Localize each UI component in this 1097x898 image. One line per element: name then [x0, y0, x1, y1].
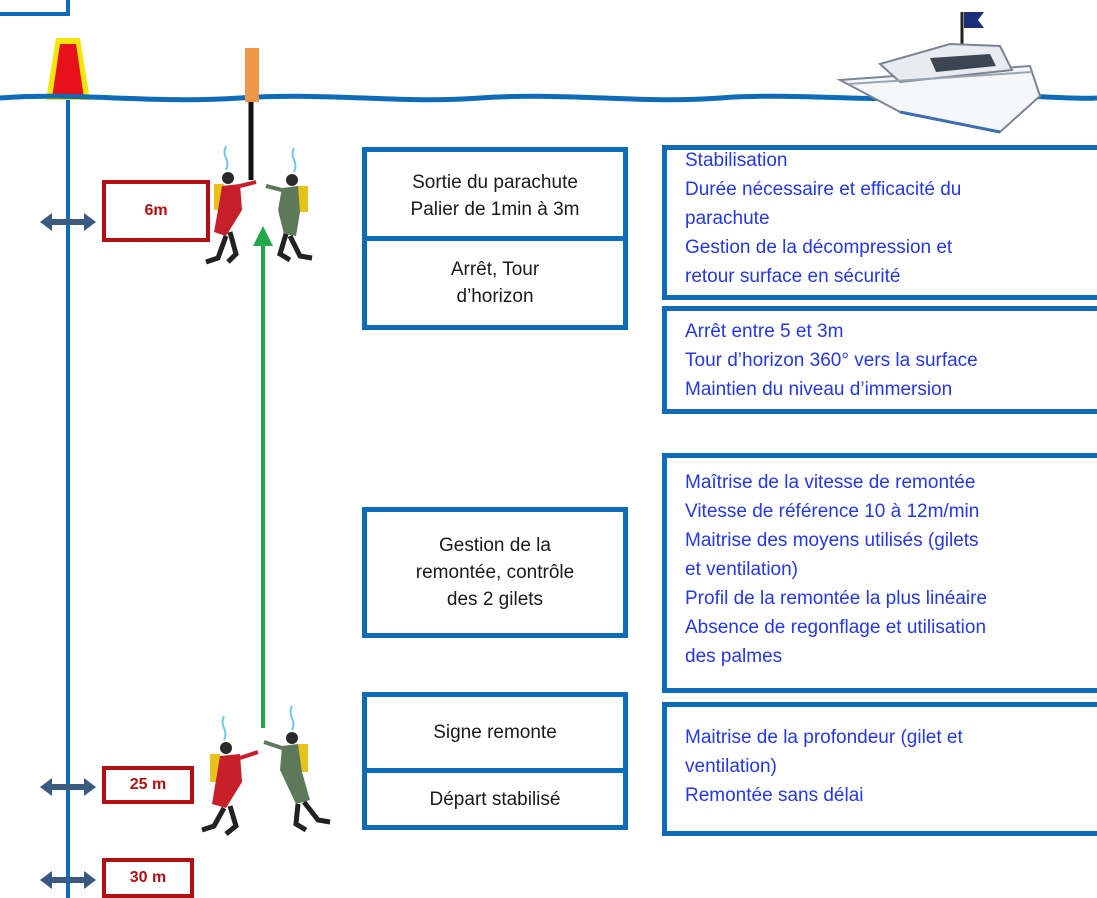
criteria-text: Gestion de la décompression et: [685, 237, 953, 258]
stage-box-depart: Départ stabilisé: [362, 768, 628, 830]
criteria-box-profondeur: Maitrise de la profondeur (gilet et vent…: [662, 702, 1097, 836]
criteria-text: parachute: [685, 208, 770, 229]
stage-text: Gestion de la: [439, 535, 551, 556]
depth-value: 6m: [144, 202, 168, 219]
stage-text: Arrêt, Tour: [450, 259, 540, 280]
depth-label-6m: 6m: [102, 180, 210, 242]
criteria-text: des palmes: [685, 646, 783, 667]
stage-box-gestion: Gestion de la remontée, contrôle des 2 g…: [362, 507, 628, 638]
depth-tick-25m: [40, 778, 96, 796]
criteria-text: Vitesse de référence 10 à 12m/min: [685, 501, 980, 522]
criteria-text: Stabilisation: [685, 150, 788, 171]
depth-label-25m: 25 m: [102, 766, 194, 804]
stage-box-parachute: Sortie du parachute Palier de 1min à 3m: [362, 147, 628, 244]
criteria-text: Remontée sans délai: [685, 785, 864, 806]
stage-text: d’horizon: [456, 286, 534, 307]
criteria-box-arret: Arrêt entre 5 et 3m Tour d’horizon 360° …: [662, 306, 1097, 414]
stage-text: Départ stabilisé: [429, 788, 561, 810]
stage-box-signe: Signe remonte: [362, 692, 628, 773]
diver-pair-6m-icon: [205, 145, 313, 265]
criteria-text: Profil de la remontée la plus linéaire: [685, 588, 988, 609]
parachute-float-icon: [245, 48, 259, 102]
diver-pair-25m-icon: [201, 705, 331, 836]
stage-text: Signe remonte: [433, 722, 557, 743]
criteria-text: retour surface en sécurité: [685, 266, 901, 287]
ascent-arrow: [253, 226, 273, 728]
frame-corner: [0, 0, 70, 16]
criteria-text: Maintien du niveau d’immersion: [685, 379, 953, 400]
stage-text: Sortie du parachute: [412, 171, 578, 193]
criteria-text: Tour d’horizon 360° vers la surface: [685, 350, 978, 371]
surface-buoy-icon: [46, 38, 90, 100]
depth-tick-6m: [40, 213, 96, 231]
criteria-text: Absence de regonflage et utilisation: [685, 617, 987, 638]
stage-text: des 2 gilets: [446, 589, 544, 610]
criteria-text: Maîtrise de la vitesse de remontée: [685, 472, 976, 493]
criteria-text: Maitrise des moyens utilisés (gilets: [685, 530, 979, 551]
stage-text: remontée, contrôle: [415, 562, 575, 583]
criteria-box-vitesse: Maîtrise de la vitesse de remontée Vites…: [662, 453, 1097, 693]
depth-value: 30 m: [129, 869, 167, 886]
criteria-text: Maitrise de la profondeur (gilet et: [685, 727, 963, 748]
stage-text: Palier de 1min à 3m: [410, 198, 580, 220]
criteria-text: Arrêt entre 5 et 3m: [685, 321, 844, 342]
stage-box-arret: Arrêt, Tour d’horizon: [362, 236, 628, 330]
criteria-text: ventilation): [685, 756, 777, 777]
depth-value: 25 m: [129, 776, 167, 793]
criteria-box-stabilisation: Stabilisation Durée nécessaire et effica…: [662, 145, 1097, 300]
boat-icon: [836, 12, 1042, 134]
depth-tick-30m: [40, 871, 96, 889]
criteria-text: Durée nécessaire et efficacité du: [685, 179, 962, 200]
depth-label-30m: 30 m: [102, 858, 194, 898]
criteria-text: et ventilation): [685, 559, 799, 580]
